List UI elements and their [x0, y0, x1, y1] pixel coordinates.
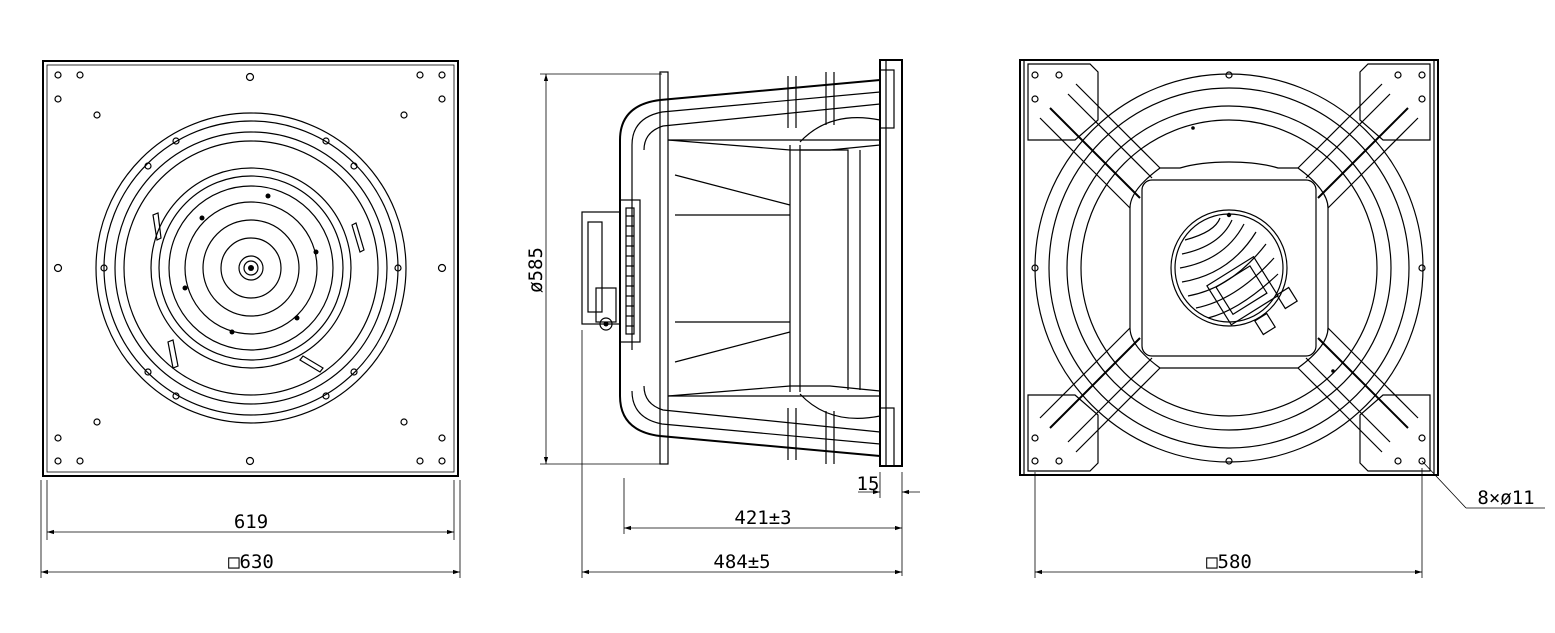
- front-inlet-ring-outer: [95, 112, 407, 424]
- side-electronics-box: [581, 211, 621, 325]
- dim-15-label: 15: [857, 473, 880, 495]
- dim-585-label: ø585: [525, 247, 547, 293]
- side-mounting-plate: [879, 59, 903, 467]
- side-impeller-backplate: [659, 71, 669, 465]
- side-view: ø585 15 421±3 484±5: [525, 59, 920, 578]
- dim-484-label: 484±5: [713, 551, 770, 573]
- rear-mounting-plate: [1019, 59, 1439, 476]
- rear-support-arm: [1049, 107, 1141, 199]
- rear-inlet-ring: [1034, 73, 1424, 463]
- rear-motor: [1170, 209, 1288, 327]
- front-motor-hub: [202, 219, 300, 317]
- front-impeller: [150, 167, 352, 369]
- front-view: 619 □630: [40, 60, 461, 578]
- dim-421-label: 421±3: [734, 507, 791, 529]
- side-motor: [619, 199, 641, 343]
- rear-motor-plate: [1141, 179, 1317, 357]
- cable-gland-icon: [599, 317, 613, 331]
- rear-view: 8×ø11 □580: [1019, 59, 1545, 578]
- dim-630-label: □630: [228, 551, 274, 573]
- side-frame-tube: [619, 79, 881, 350]
- dim-580-label: □580: [1206, 551, 1252, 573]
- mounting-hole: [1418, 457, 1426, 465]
- dim-holes-label: 8×ø11: [1477, 487, 1534, 509]
- dim-619-label: 619: [234, 511, 268, 533]
